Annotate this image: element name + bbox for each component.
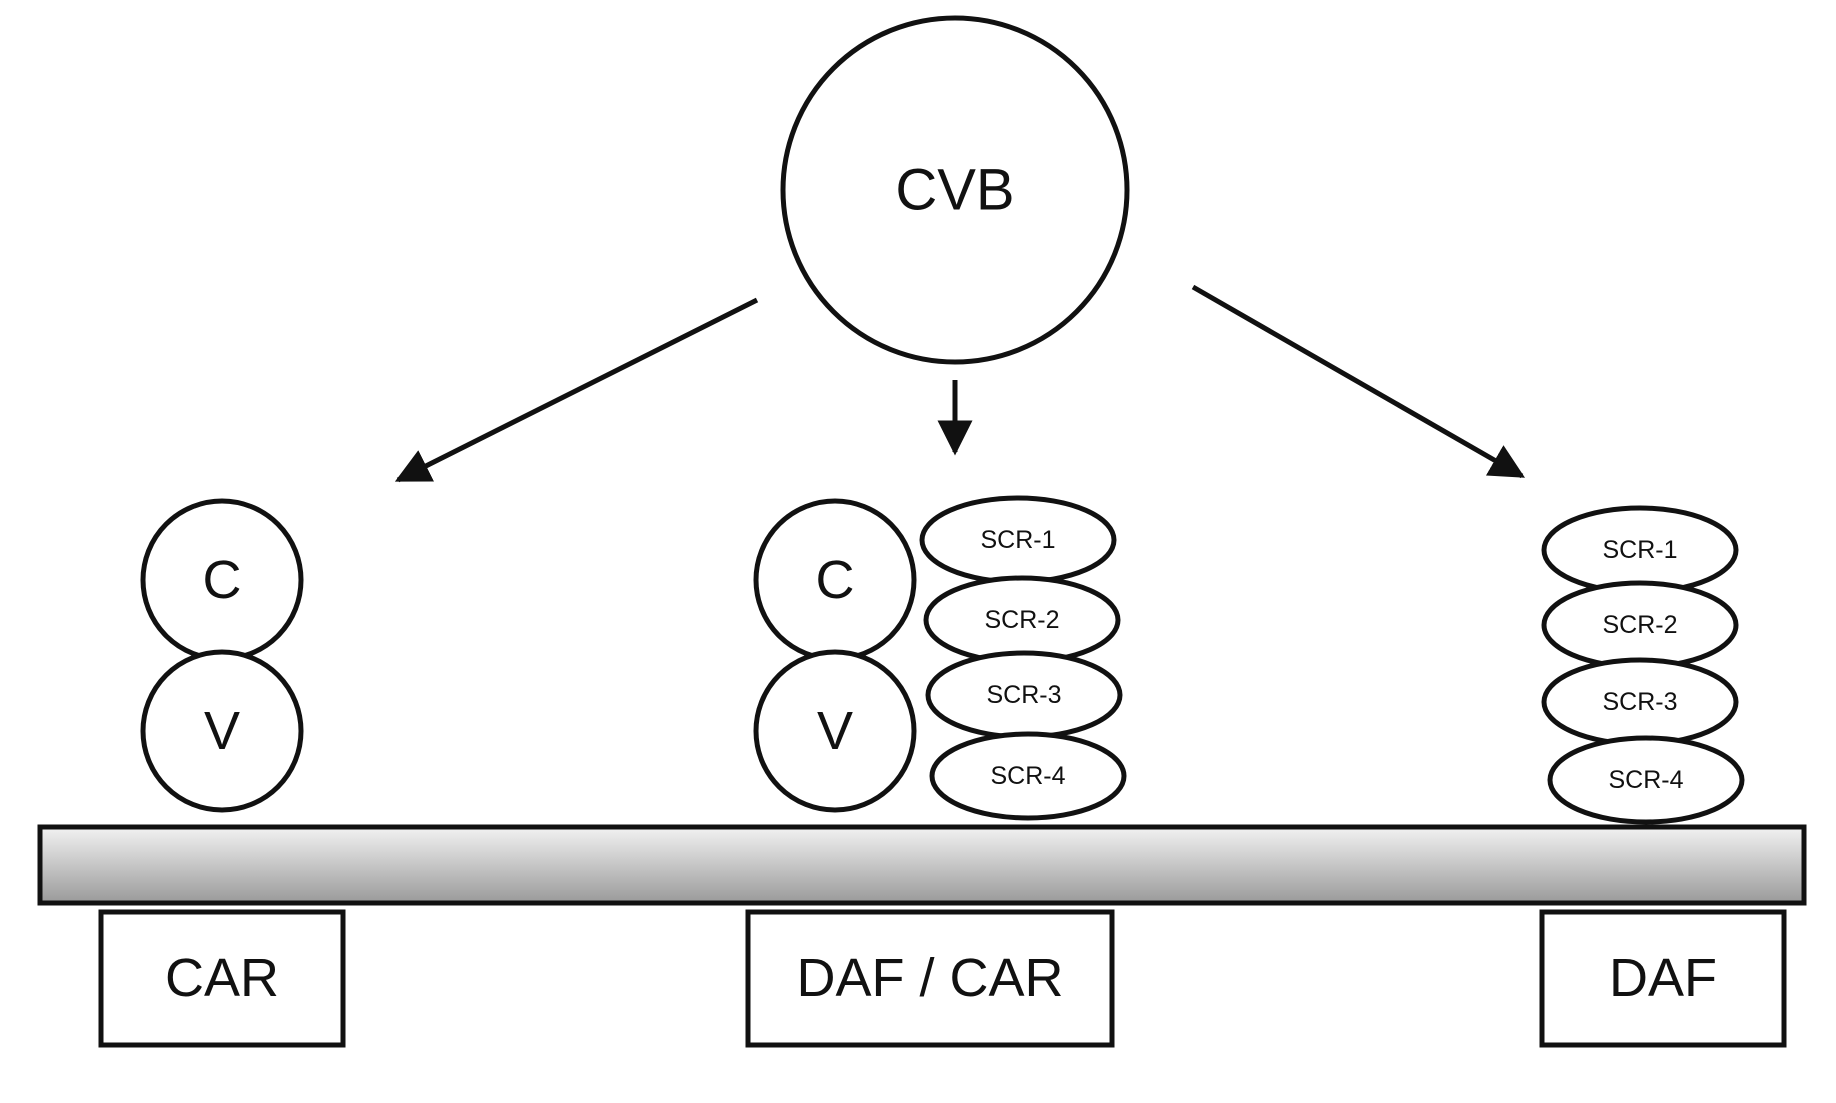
v-domain-label: V: [817, 701, 853, 761]
c-domain-label: C: [816, 550, 855, 610]
arrow-to-car: [394, 297, 759, 483]
daf-receptor-domains: SCR-1 SCR-2 SCR-3 SCR-4: [1541, 505, 1745, 825]
v-domain-circle: [140, 649, 304, 813]
scr-4-ellipse: [1547, 735, 1745, 825]
cell-membrane: [37, 824, 1807, 906]
scr-3-label: SCR-3: [986, 681, 1061, 709]
v-domain-label: V: [204, 701, 240, 761]
daf-car-box: [745, 909, 1115, 1048]
daf-car-receptor-domains: C V SCR-1 SCR-2 SCR-3 SCR-4: [753, 495, 1127, 821]
cvb-node: CVB: [780, 15, 1130, 365]
daf-receptor-box: DAF: [1539, 909, 1787, 1048]
scr-4-ellipse: [929, 731, 1127, 821]
car-receptor-box: CAR: [98, 909, 346, 1048]
scr-3-label: SCR-3: [1602, 688, 1677, 716]
scr-4-label: SCR-4: [990, 762, 1065, 790]
daf-car-label: DAF / CAR: [796, 948, 1063, 1008]
v-domain-circle: [753, 649, 917, 813]
scr-2-label: SCR-2: [984, 606, 1059, 634]
c-domain-label: C: [203, 550, 242, 610]
car-receptor-domains: C V: [140, 498, 304, 813]
car-label: CAR: [165, 948, 279, 1008]
scr-2-label: SCR-2: [1602, 611, 1677, 639]
daf-car-receptor-box: DAF / CAR: [745, 909, 1115, 1048]
daf-box: [1539, 909, 1787, 1048]
arrow-to-daf: [1191, 284, 1526, 479]
scr-4-label: SCR-4: [1608, 766, 1683, 794]
daf-label: DAF: [1609, 948, 1717, 1008]
scr-1-label: SCR-1: [980, 526, 1055, 554]
cvb-label: CVB: [895, 158, 1014, 223]
car-box: [98, 909, 346, 1048]
scr-1-label: SCR-1: [1602, 536, 1677, 564]
cvb-circle: [780, 15, 1130, 365]
